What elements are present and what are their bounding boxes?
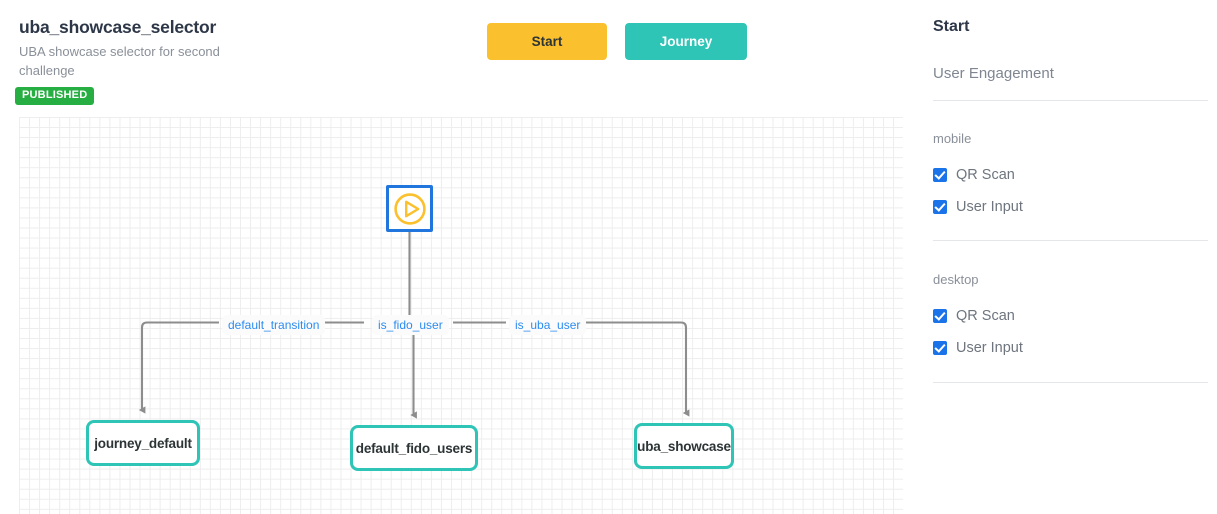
edge-label-default-transition[interactable]: default_transition bbox=[222, 315, 326, 336]
panel-divider bbox=[933, 100, 1208, 101]
edge-label-is-fido-user[interactable]: is_fido_user bbox=[372, 315, 449, 336]
toolbar: Start Journey bbox=[487, 23, 747, 60]
node-default-fido-users[interactable]: default_fido_users bbox=[350, 425, 478, 471]
panel-title: Start bbox=[933, 18, 970, 35]
flow-canvas[interactable]: journey_default default_fido_users uba_s… bbox=[19, 117, 903, 514]
edge-label-is-uba-user[interactable]: is_uba_user bbox=[509, 315, 587, 336]
node-label: uba_showcase bbox=[637, 438, 731, 454]
properties-panel bbox=[914, 0, 1217, 514]
checkbox-checked-icon[interactable] bbox=[933, 168, 947, 182]
play-icon bbox=[393, 192, 426, 225]
page-title: uba_showcase_selector bbox=[19, 17, 217, 37]
start-button[interactable]: Start bbox=[487, 23, 607, 60]
panel-divider bbox=[933, 240, 1208, 241]
checkbox-row-desktop-user-input[interactable]: User Input bbox=[933, 340, 1023, 356]
group-label-desktop: desktop bbox=[933, 272, 979, 287]
checkbox-checked-icon[interactable] bbox=[933, 309, 947, 323]
checkbox-row-mobile-user-input[interactable]: User Input bbox=[933, 199, 1023, 215]
checkbox-row-mobile-qr-scan[interactable]: QR Scan bbox=[933, 167, 1015, 183]
checkbox-row-desktop-qr-scan[interactable]: QR Scan bbox=[933, 308, 1015, 324]
checkbox-label: User Input bbox=[956, 340, 1023, 356]
flow-header: uba_showcase_selector UBA showcase selec… bbox=[0, 0, 905, 112]
checkbox-label: QR Scan bbox=[956, 308, 1015, 324]
node-start[interactable] bbox=[386, 185, 433, 232]
checkbox-checked-icon[interactable] bbox=[933, 200, 947, 214]
panel-divider bbox=[933, 382, 1208, 383]
flow-description: UBA showcase selector for second challen… bbox=[19, 44, 220, 78]
checkbox-label: QR Scan bbox=[956, 167, 1015, 183]
journey-button[interactable]: Journey bbox=[625, 23, 747, 60]
checkbox-checked-icon[interactable] bbox=[933, 341, 947, 355]
node-journey-default[interactable]: journey_default bbox=[86, 420, 200, 466]
status-badge: PUBLISHED bbox=[15, 87, 95, 105]
group-label-mobile: mobile bbox=[933, 131, 972, 146]
panel-subtitle: User Engagement bbox=[933, 65, 1054, 82]
node-uba-showcase[interactable]: uba_showcase bbox=[634, 423, 734, 469]
node-label: journey_default bbox=[94, 435, 192, 451]
node-label: default_fido_users bbox=[355, 440, 473, 456]
checkbox-label: User Input bbox=[956, 199, 1023, 215]
